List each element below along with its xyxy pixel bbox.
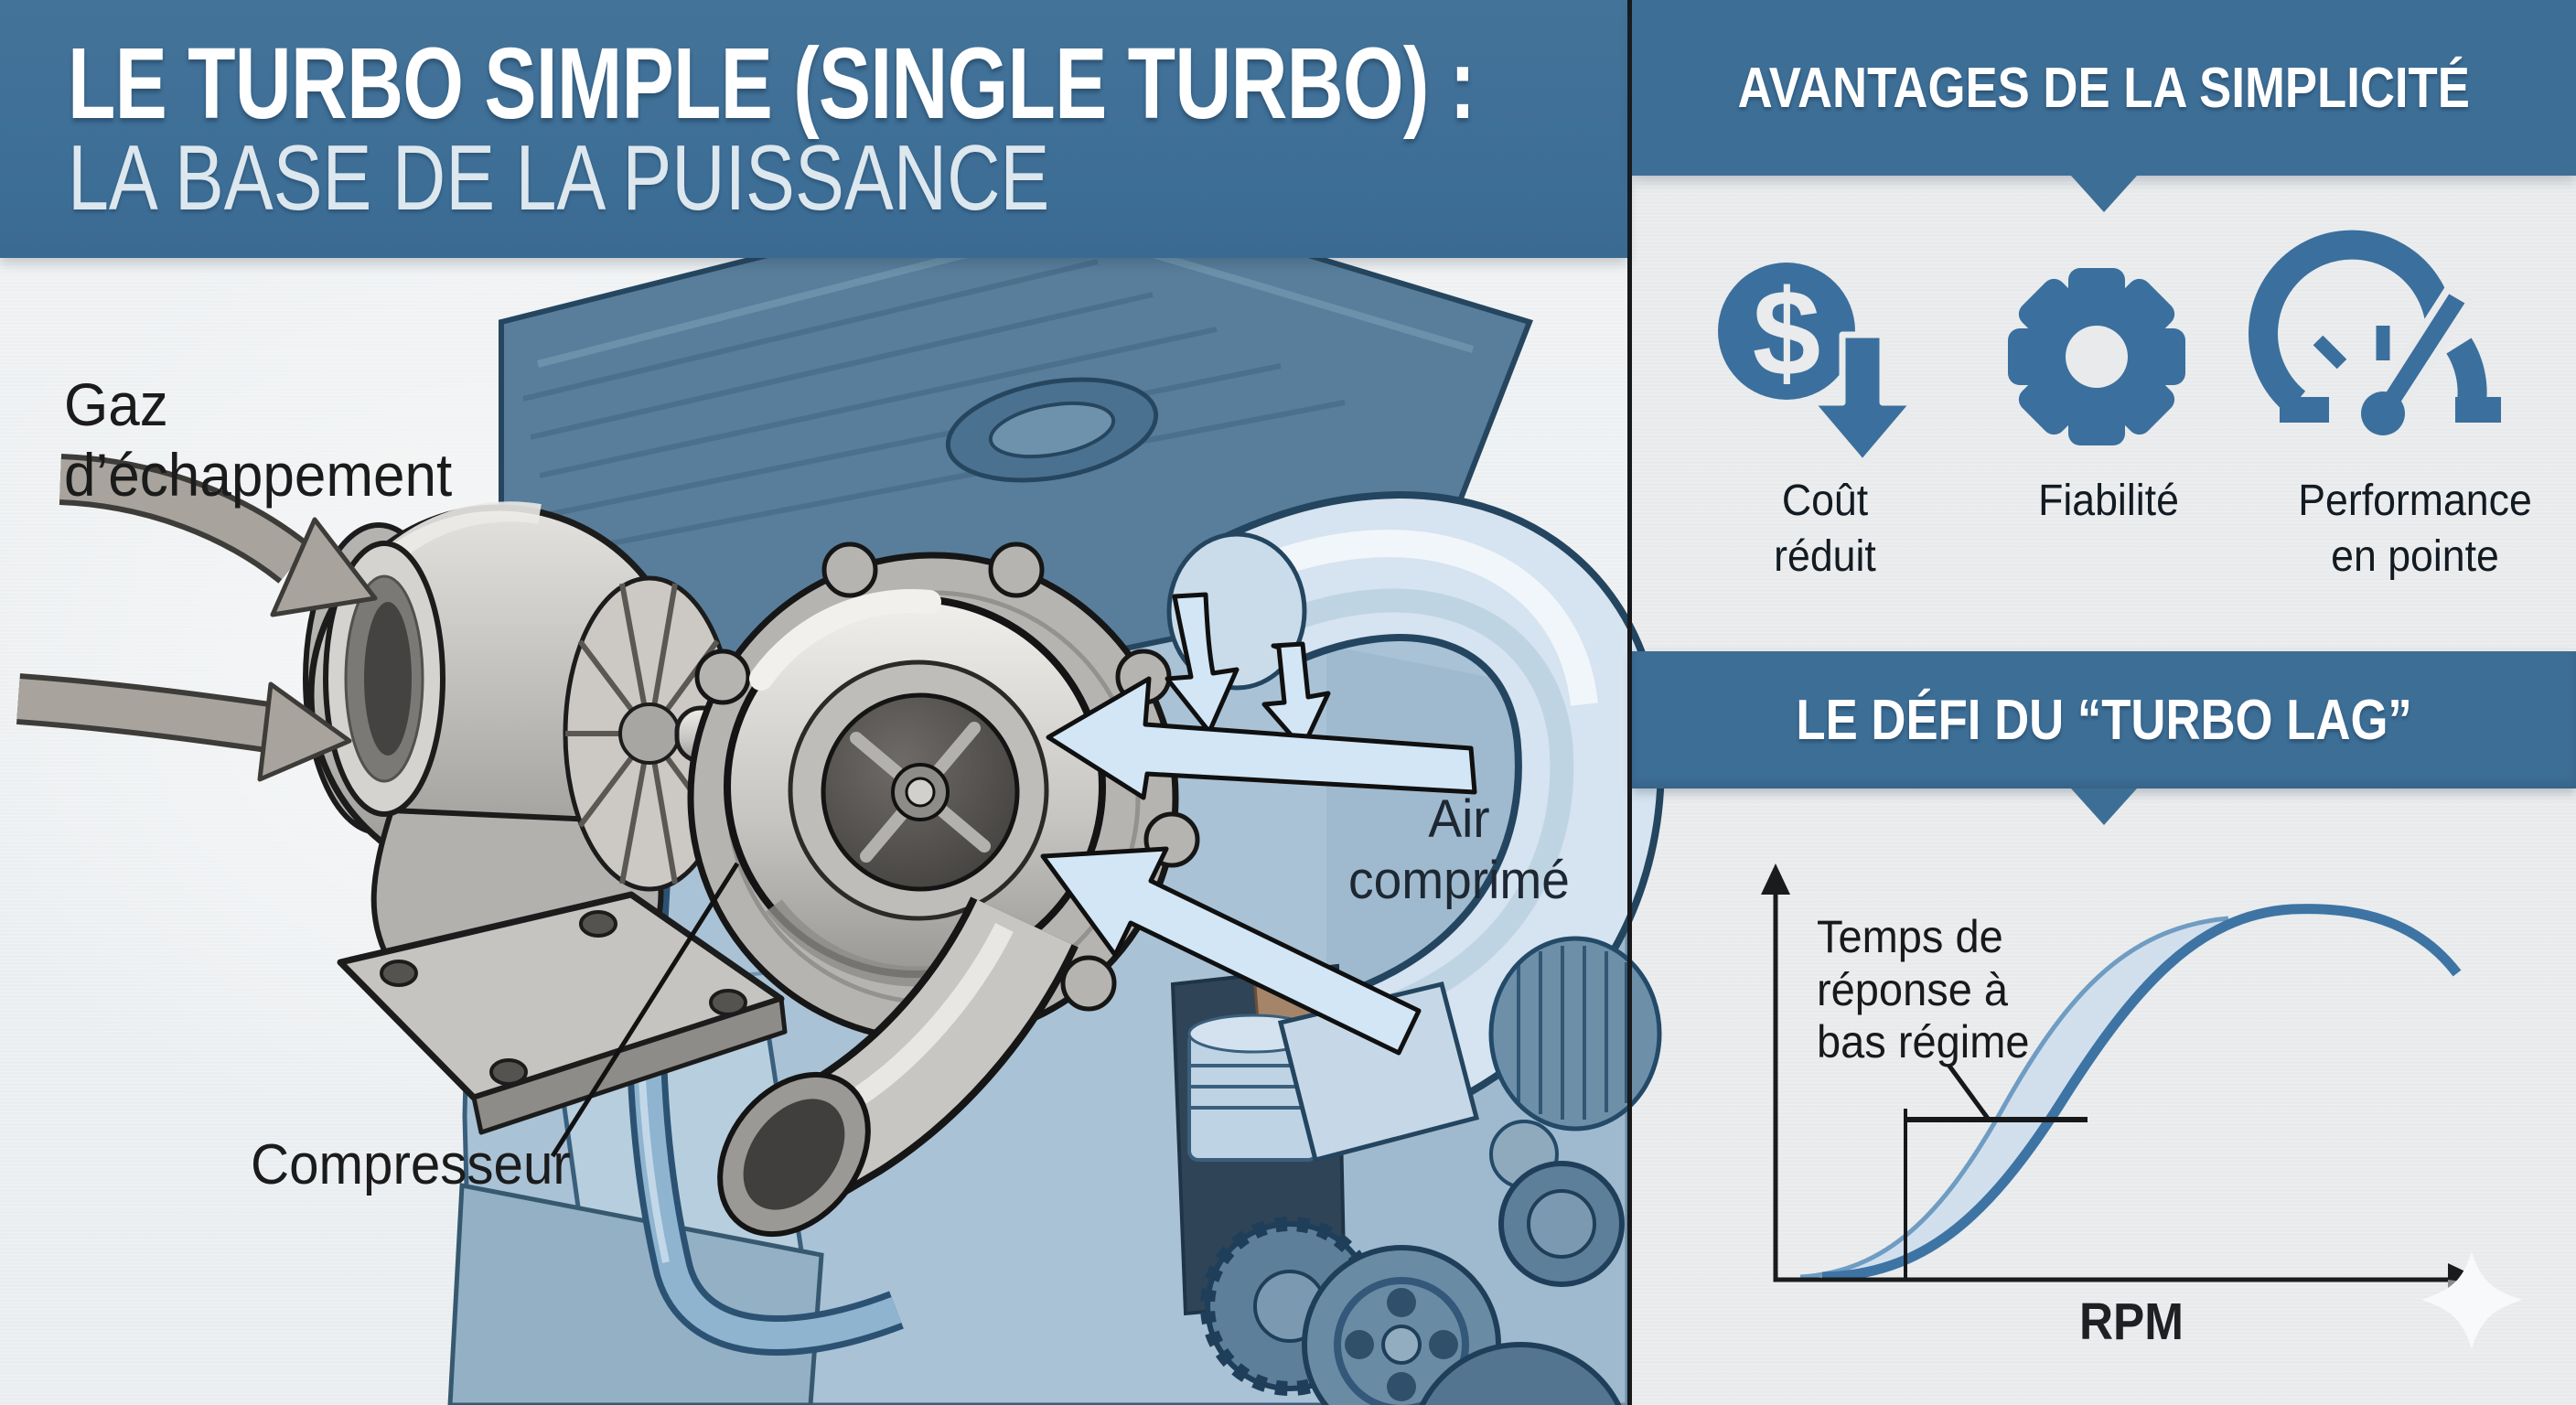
page-title-line1: LE TURBO SIMPLE (SINGLE TURBO) : xyxy=(68,27,1476,140)
dollar-glyph: $ xyxy=(1753,265,1821,402)
air-arrow-icon xyxy=(1040,846,1422,1056)
advantage-performance-line2: en pointe xyxy=(2331,531,2499,581)
compressor-nut xyxy=(905,777,936,808)
exhaust-arrow-icon xyxy=(270,517,378,617)
compressor-downpipe xyxy=(717,896,1079,1238)
crank-pulley xyxy=(1419,1342,1622,1405)
chart-curve-main xyxy=(1821,904,2462,1282)
label-exhaust-line2: d’échappement xyxy=(64,440,453,509)
advantages-title: AVANTAGES DE LA SIMPLICITÉ xyxy=(1737,56,2471,120)
chart-axes xyxy=(1773,871,2468,1282)
oil-pan xyxy=(447,1183,824,1405)
chart-annotation-line2: réponse à xyxy=(1817,963,2009,1015)
cost-reduction-icon: $ xyxy=(1718,263,1917,467)
chart-band-fill xyxy=(1800,909,2292,1277)
pulleys xyxy=(1200,936,1662,1405)
gear-icon xyxy=(2008,268,2185,445)
watermark-star-icon xyxy=(2421,1251,2522,1349)
advantage-item-cost: Coût réduit xyxy=(1663,474,1986,585)
exhaust-arrow-icon xyxy=(257,681,352,782)
down-arrow-icon xyxy=(1808,331,1917,467)
main-header-banner: LE TURBO SIMPLE (SINGLE TURBO) : LA BASE… xyxy=(0,0,1627,258)
chart-annotation-line3: bas régime xyxy=(1817,1016,2030,1067)
air-arrow-icon xyxy=(1165,592,1240,735)
compressor-housing xyxy=(724,589,1106,987)
compressed-air-arrows xyxy=(1040,592,1477,1056)
page-title-line2: LA BASE DE LA PUISSANCE xyxy=(68,127,1050,230)
advantage-cost-line1: Coût xyxy=(1781,477,1869,525)
label-air-line2: comprimé xyxy=(1348,851,1570,911)
label-compressed-air: Air comprimé xyxy=(1294,788,1625,912)
speedometer-icon xyxy=(2249,230,2501,435)
advantage-performance-line1: Performance xyxy=(2298,477,2532,525)
compressor-leader-line xyxy=(550,862,740,1158)
annotation-leader-line xyxy=(1946,1063,1991,1121)
advantage-item-performance: Performance en pointe xyxy=(2253,474,2576,585)
y-axis-arrowhead xyxy=(1761,863,1790,895)
exhaust-gas-arrows xyxy=(16,454,378,782)
advantage-item-reliability: Fiabilité xyxy=(1947,474,2270,530)
alternator-fins xyxy=(1517,946,1628,1120)
label-exhaust-line1: Gaz xyxy=(64,370,168,438)
chart-x-axis-label: RPM xyxy=(2078,1292,2184,1351)
turbo-lag-chart xyxy=(1761,863,2522,1349)
alternator xyxy=(1488,936,1662,1132)
turbo-lag-title: LE DÉFI DU “TURBO LAG” xyxy=(1796,688,2412,752)
chart-annotation-line1: Temps de xyxy=(1817,911,2003,962)
chart-annotation: Temps de réponse à bas régime xyxy=(1817,911,2030,1069)
label-exhaust-gas: Gaz d’échappement xyxy=(64,370,452,509)
turbo-lag-header-banner: LE DÉFI DU “TURBO LAG” xyxy=(1632,651,2576,788)
intake-elbow-pipe xyxy=(1166,491,1665,1164)
label-air-line1: Air xyxy=(1428,789,1490,849)
valve-cover-ribs xyxy=(522,259,1346,555)
turbine-mount-flange xyxy=(337,891,788,1135)
advantages-header-banner: AVANTAGES DE LA SIMPLICITÉ xyxy=(1632,0,2576,176)
label-compressor: Compresseur xyxy=(251,1133,571,1196)
chart-curve-left-edge xyxy=(1799,916,2229,1280)
turbine-inlet-flange xyxy=(323,541,445,817)
advantage-cost-line2: réduit xyxy=(1774,531,1876,581)
advantage-icons: $ xyxy=(1718,230,2501,467)
advantage-reliability-line1: Fiabilité xyxy=(2038,477,2179,525)
turbocharger-illustration xyxy=(303,501,1200,1238)
panel-divider xyxy=(1627,0,1632,1405)
air-arrow-icon xyxy=(1046,676,1477,800)
